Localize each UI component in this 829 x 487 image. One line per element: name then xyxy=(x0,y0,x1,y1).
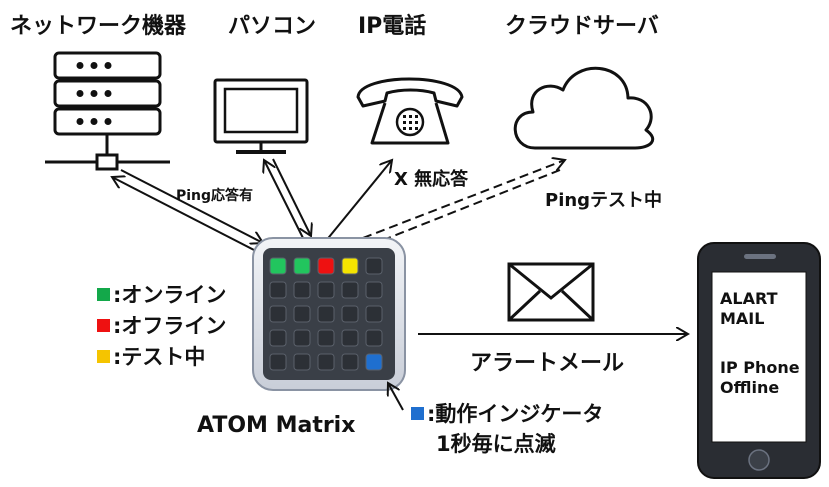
ping-reply-label: Ping応答有 xyxy=(176,187,253,204)
led-off xyxy=(341,329,359,347)
telephone-icon xyxy=(356,77,464,145)
led-off xyxy=(341,353,359,371)
legend-label-testing: :テスト中 xyxy=(113,345,205,369)
indicator-label: :動作インジケータ xyxy=(427,402,603,426)
led-off xyxy=(317,305,335,323)
legend-label-offline: :オフライン xyxy=(113,314,226,338)
cloud-server-label: クラウドサーバ xyxy=(505,14,659,39)
indicator-swatch xyxy=(411,407,424,420)
cloud-dashed-arrows xyxy=(349,160,565,250)
led-off xyxy=(269,305,287,323)
envelope-icon xyxy=(507,262,595,322)
atom-matrix-label: ATOM Matrix xyxy=(197,413,355,438)
phone-screen-line-1: ALART xyxy=(720,289,778,308)
led-off xyxy=(269,353,287,371)
monitor-icon xyxy=(213,78,309,154)
phone-screen-line-4: IP Phone xyxy=(720,358,800,377)
led-off xyxy=(293,305,311,323)
legend-swatch-testing xyxy=(97,350,110,363)
phone-screen-line-2: MAIL xyxy=(720,309,764,328)
led-off xyxy=(269,329,287,347)
ping-reply-arrows xyxy=(112,169,263,253)
led-off xyxy=(341,281,359,299)
led-off xyxy=(365,281,383,299)
led-off xyxy=(341,305,359,323)
led-status xyxy=(269,257,287,275)
led-status xyxy=(341,257,359,275)
led-off xyxy=(317,281,335,299)
phone-screen-line-5: Offline xyxy=(720,378,779,397)
alert-mail-label: アラートメール xyxy=(470,351,624,376)
pc-arrows xyxy=(264,159,311,239)
led-off xyxy=(317,329,335,347)
led-grid xyxy=(269,257,383,371)
led-off xyxy=(293,353,311,371)
led-off xyxy=(293,329,311,347)
legend-swatch-offline xyxy=(97,319,110,332)
phone-screen-text: ALART MAIL IP Phone Offline xyxy=(720,289,800,397)
led-status xyxy=(293,257,311,275)
pc-label: パソコン xyxy=(228,14,316,39)
server-rack-icon xyxy=(45,51,170,171)
led-off xyxy=(293,281,311,299)
network-device-label: ネットワーク機器 xyxy=(10,14,187,39)
ping-testing-label: Pingテスト中 xyxy=(545,189,662,211)
led-indicator xyxy=(365,353,383,371)
indicator-arrow xyxy=(388,383,404,411)
phone-arrow xyxy=(324,160,392,243)
legend-label-online: :オンライン xyxy=(113,283,226,307)
ip-phone-label: IP電話 xyxy=(358,13,426,39)
indicator-blink-label: 1秒毎に点滅 xyxy=(436,432,556,456)
smartphone-icon xyxy=(697,242,821,479)
led-off xyxy=(365,329,383,347)
legend: :オンライン :オフライン :テスト中 xyxy=(97,283,226,369)
led-off xyxy=(365,305,383,323)
atom-matrix-device xyxy=(252,237,406,391)
no-reply-label: X 無応答 xyxy=(394,168,469,190)
led-off xyxy=(365,257,383,275)
legend-swatch-online xyxy=(97,288,110,301)
led-status xyxy=(317,257,335,275)
led-off xyxy=(317,353,335,371)
cloud-icon xyxy=(513,66,655,150)
led-off xyxy=(269,281,287,299)
